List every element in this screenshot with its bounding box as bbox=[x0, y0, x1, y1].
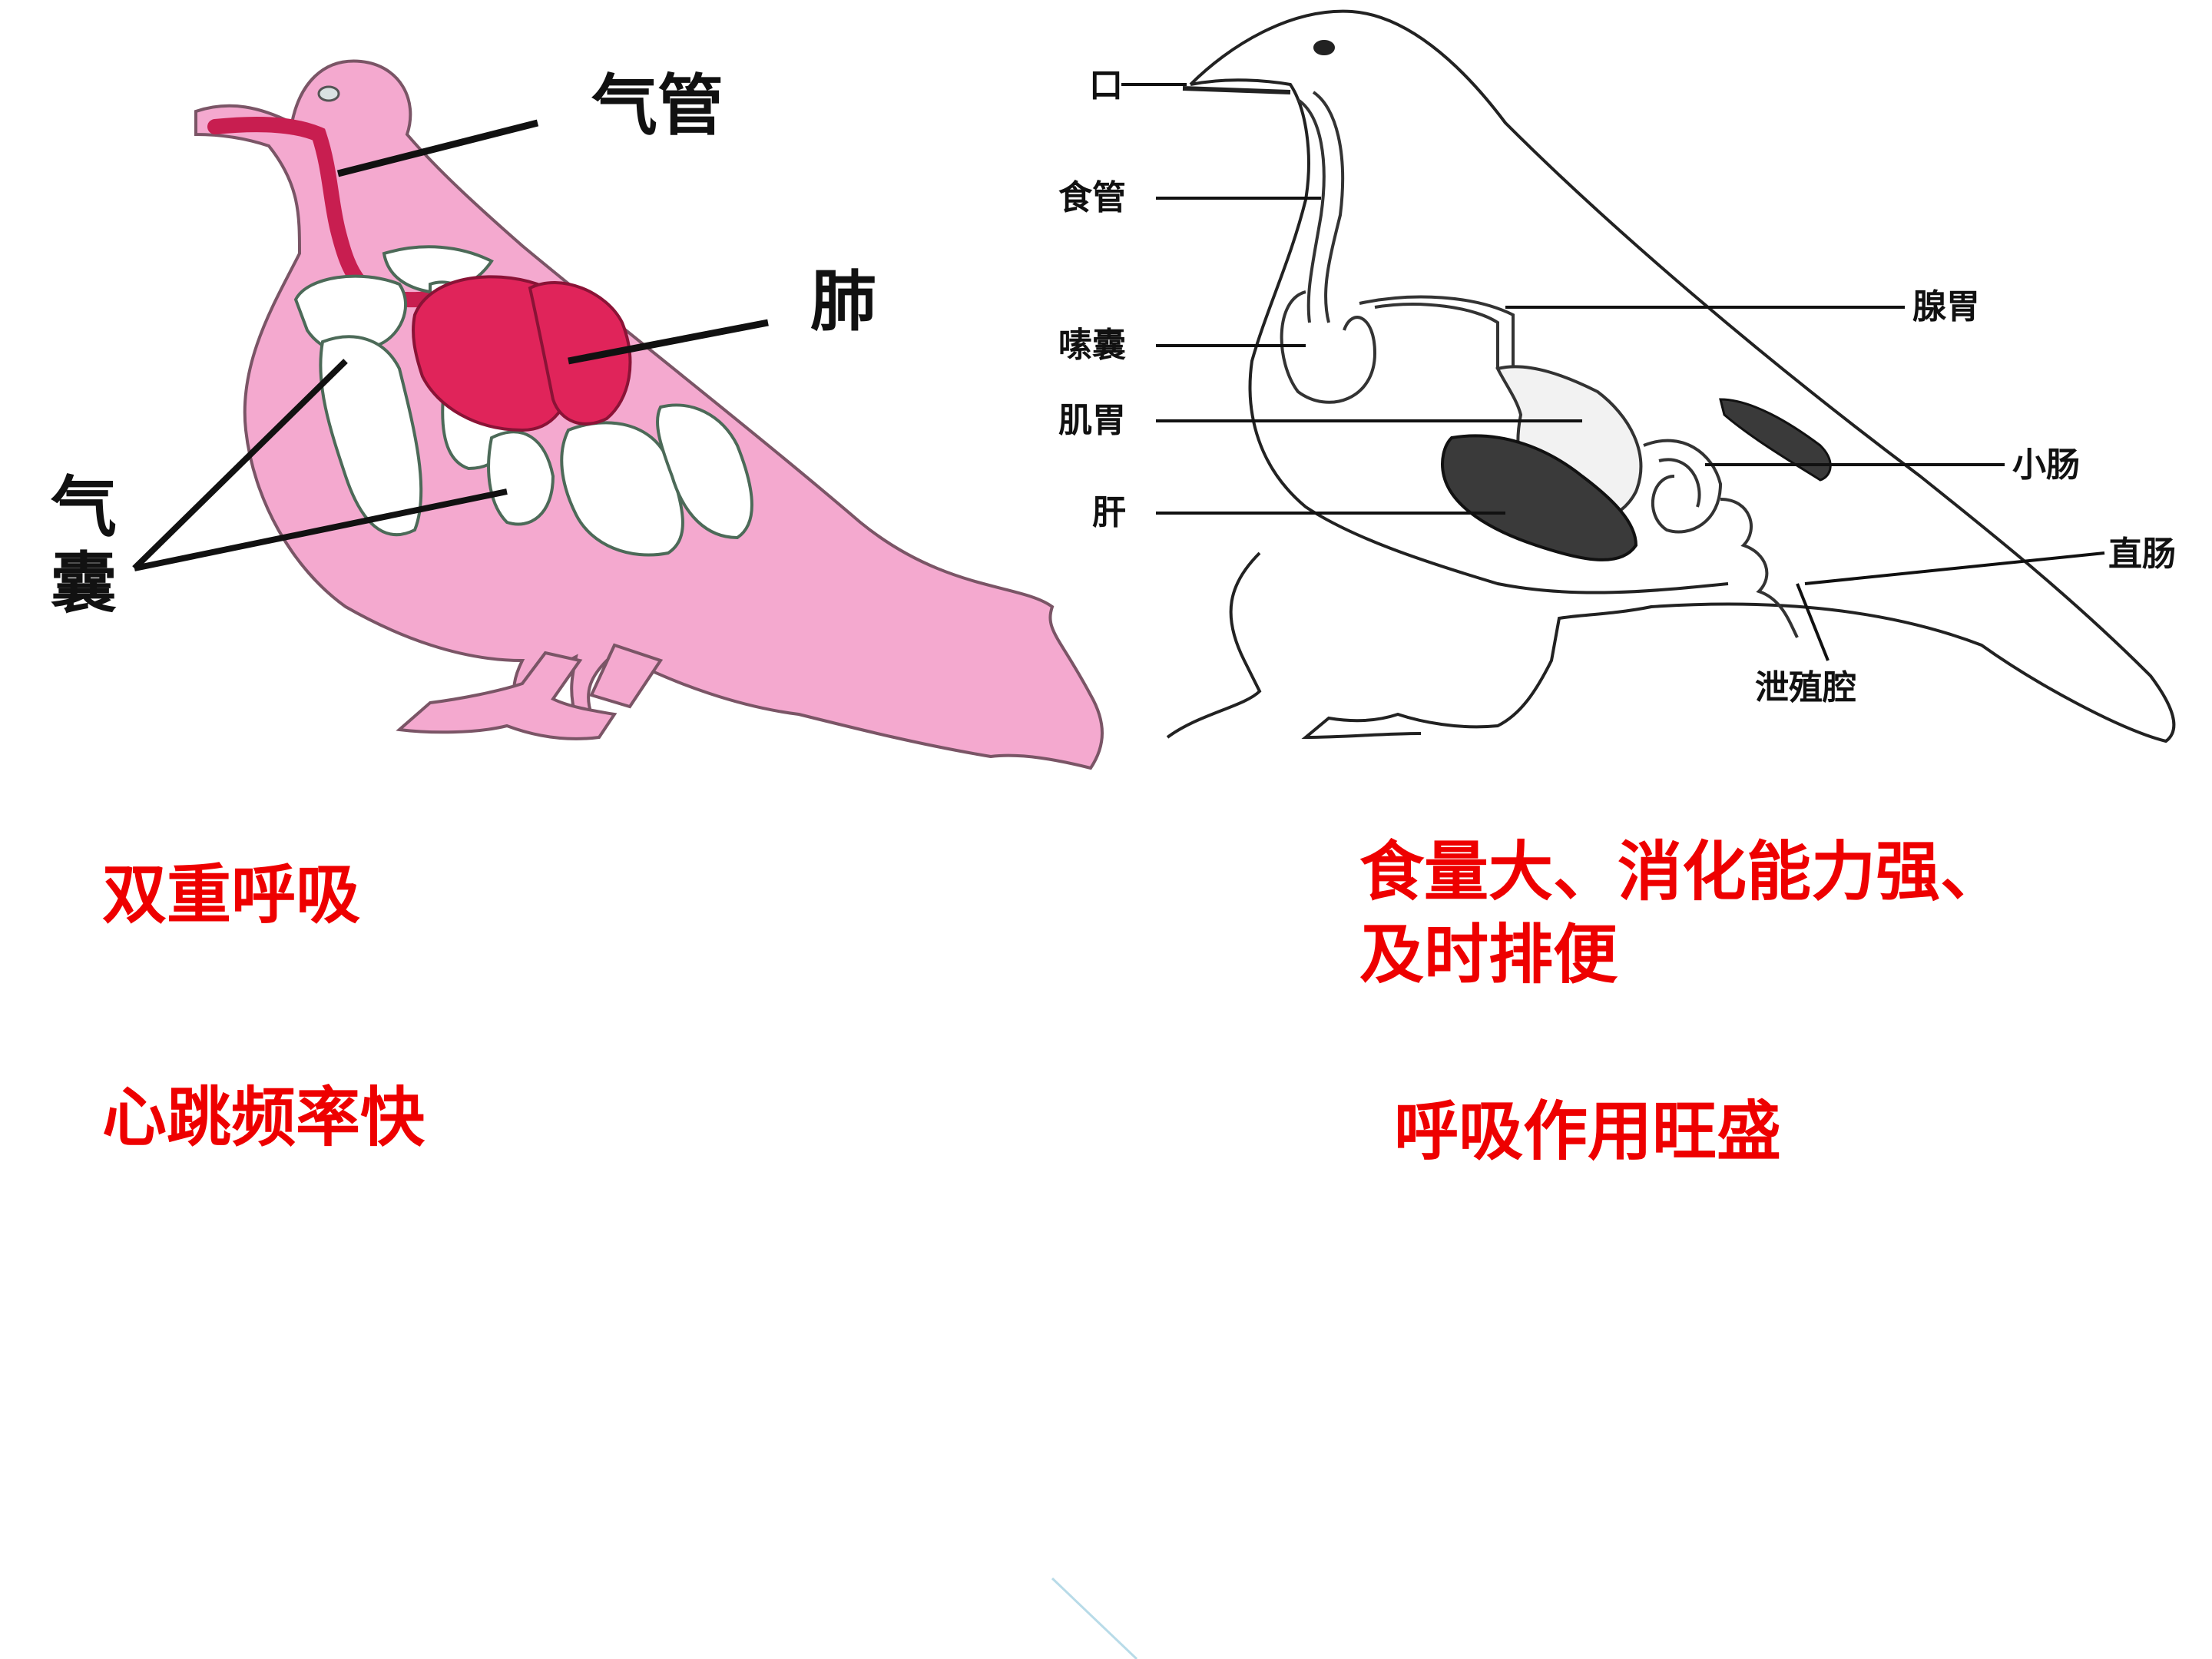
pigeon-legs-2 bbox=[589, 643, 664, 709]
label-trachea: 气管 bbox=[591, 68, 724, 144]
label-cloaca: 泄殖腔 bbox=[1755, 668, 1856, 707]
digestive-bird-outline bbox=[1166, 9, 2176, 743]
label-gizzard: 肌胃 bbox=[1058, 401, 1126, 440]
lungs bbox=[412, 275, 632, 432]
pigeon-legs bbox=[396, 651, 618, 740]
pigeon-body-silhouette bbox=[194, 59, 1104, 770]
caption-respiration: 呼吸作用旺盛 bbox=[1394, 1093, 1782, 1169]
label-proventriculus: 腺胃 bbox=[1912, 287, 1980, 326]
pigeon-eye bbox=[317, 85, 340, 102]
trachea-tube bbox=[207, 117, 469, 311]
caption-double-breathing: 双重呼吸 bbox=[102, 856, 361, 932]
trachea-pointer-line bbox=[336, 119, 539, 177]
label-esophagus: 食管 bbox=[1058, 178, 1126, 217]
caption-digestion-line2: 及时排便 bbox=[1359, 916, 1618, 992]
label-small-intestine: 小肠 bbox=[2012, 445, 2080, 485]
air-sacs bbox=[293, 245, 753, 557]
label-air-sac: 气囊 bbox=[51, 469, 117, 622]
caption-digestion-line1: 食量大、消化能力强、 bbox=[1359, 833, 2005, 909]
label-lung: 肺 bbox=[810, 263, 876, 340]
caption-fast-heart: 心跳频率快 bbox=[102, 1079, 426, 1155]
label-rectum: 直肠 bbox=[2108, 535, 2176, 574]
decor-line bbox=[1051, 1577, 1138, 1659]
air-sac-pointer-line-1 bbox=[132, 359, 348, 571]
label-crop: 嗉囊 bbox=[1058, 326, 1126, 365]
digestive-organs bbox=[1280, 91, 1799, 638]
liver-shape bbox=[1441, 434, 1638, 561]
label-liver: 肝 bbox=[1092, 493, 1126, 532]
lung-pointer-line bbox=[568, 319, 769, 365]
rectum-shape bbox=[1719, 398, 1832, 482]
label-mouth: 口 bbox=[1089, 66, 1123, 105]
air-sac-pointer-line-2 bbox=[134, 488, 508, 571]
digestive-leader-lines bbox=[1121, 83, 2105, 661]
